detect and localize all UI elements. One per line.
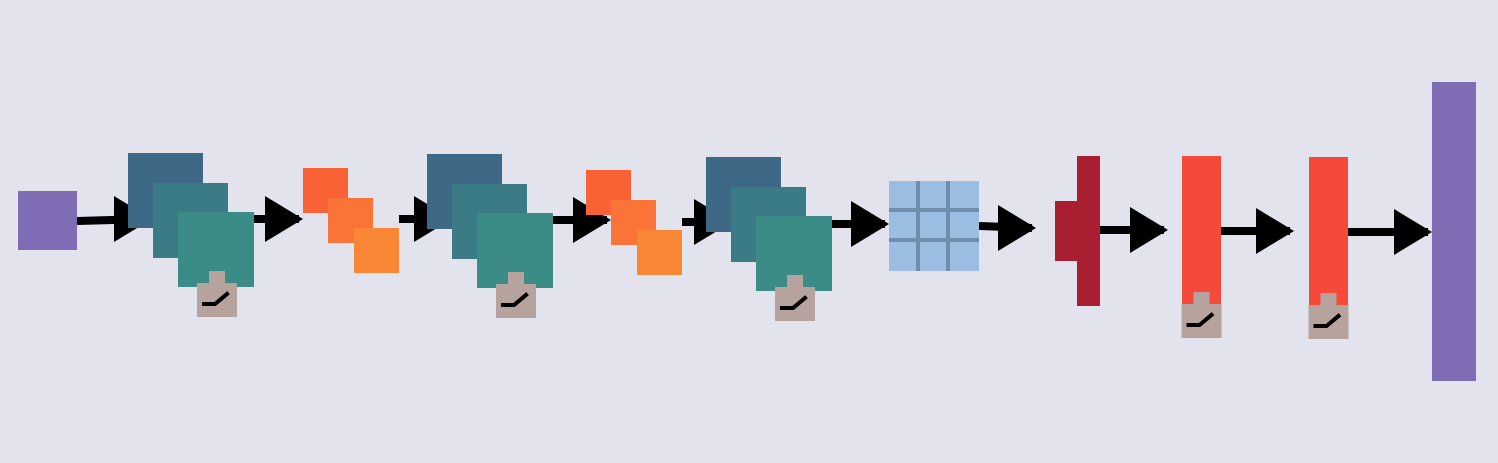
pool-1-pool-stack — [303, 168, 399, 273]
relu-badge — [1181, 292, 1222, 338]
arrow-head — [1256, 208, 1294, 254]
arrow-dense-1-to-dense-2 — [1221, 208, 1294, 254]
flatten-block — [889, 181, 979, 271]
relu-icon — [1313, 313, 1342, 328]
dense-layer — [1182, 156, 1221, 306]
pool-map-front — [637, 230, 682, 275]
activation-badge-tab — [1193, 292, 1210, 304]
relu-badge — [775, 275, 815, 321]
input-block — [18, 191, 77, 250]
arrow-head — [851, 201, 889, 247]
conv-2-conv-stack — [427, 154, 553, 318]
dropout-bar — [1077, 156, 1100, 306]
relu-icon — [202, 291, 230, 306]
arrow-conv-1-to-pool-1 — [254, 196, 303, 242]
arrow-dropout-to-dense-1 — [1100, 207, 1168, 253]
conv-3-conv-stack — [706, 157, 832, 321]
pool-2-pool-stack — [586, 170, 682, 275]
dense-1-dense-block — [1181, 156, 1222, 338]
relu-icon — [501, 292, 529, 307]
node-layer — [18, 82, 1476, 381]
pool-map-front — [354, 228, 399, 273]
dense-2-dense-block — [1308, 157, 1349, 339]
arrow-head — [573, 197, 611, 243]
arrow-dense-2-to-output — [1348, 209, 1432, 255]
activation-badge-tab — [1320, 293, 1337, 305]
arrow-head — [1130, 207, 1168, 253]
activation-badge-tab — [508, 272, 524, 284]
relu-badge — [496, 272, 536, 318]
arrow-conv-3-to-flatten — [831, 201, 889, 247]
activation-badge-tab — [787, 275, 803, 287]
arrow-head — [265, 196, 303, 242]
conv-1-conv-stack — [128, 153, 254, 317]
output-block — [1432, 82, 1476, 381]
relu-icon — [780, 295, 808, 310]
arrow-head — [998, 205, 1036, 251]
relu-badge — [1308, 293, 1349, 339]
relu-badge — [197, 271, 237, 317]
dense-layer — [1309, 157, 1348, 307]
relu-icon — [1186, 312, 1215, 327]
arrow-flatten-to-dropout — [978, 205, 1036, 251]
dropout-notch — [1055, 201, 1085, 261]
arrow-head — [1394, 209, 1432, 255]
dropout-block — [1055, 156, 1100, 306]
activation-badge-tab — [209, 271, 225, 283]
flatten-grid — [889, 181, 979, 271]
arrow-conv-2-to-pool-2 — [553, 197, 611, 243]
